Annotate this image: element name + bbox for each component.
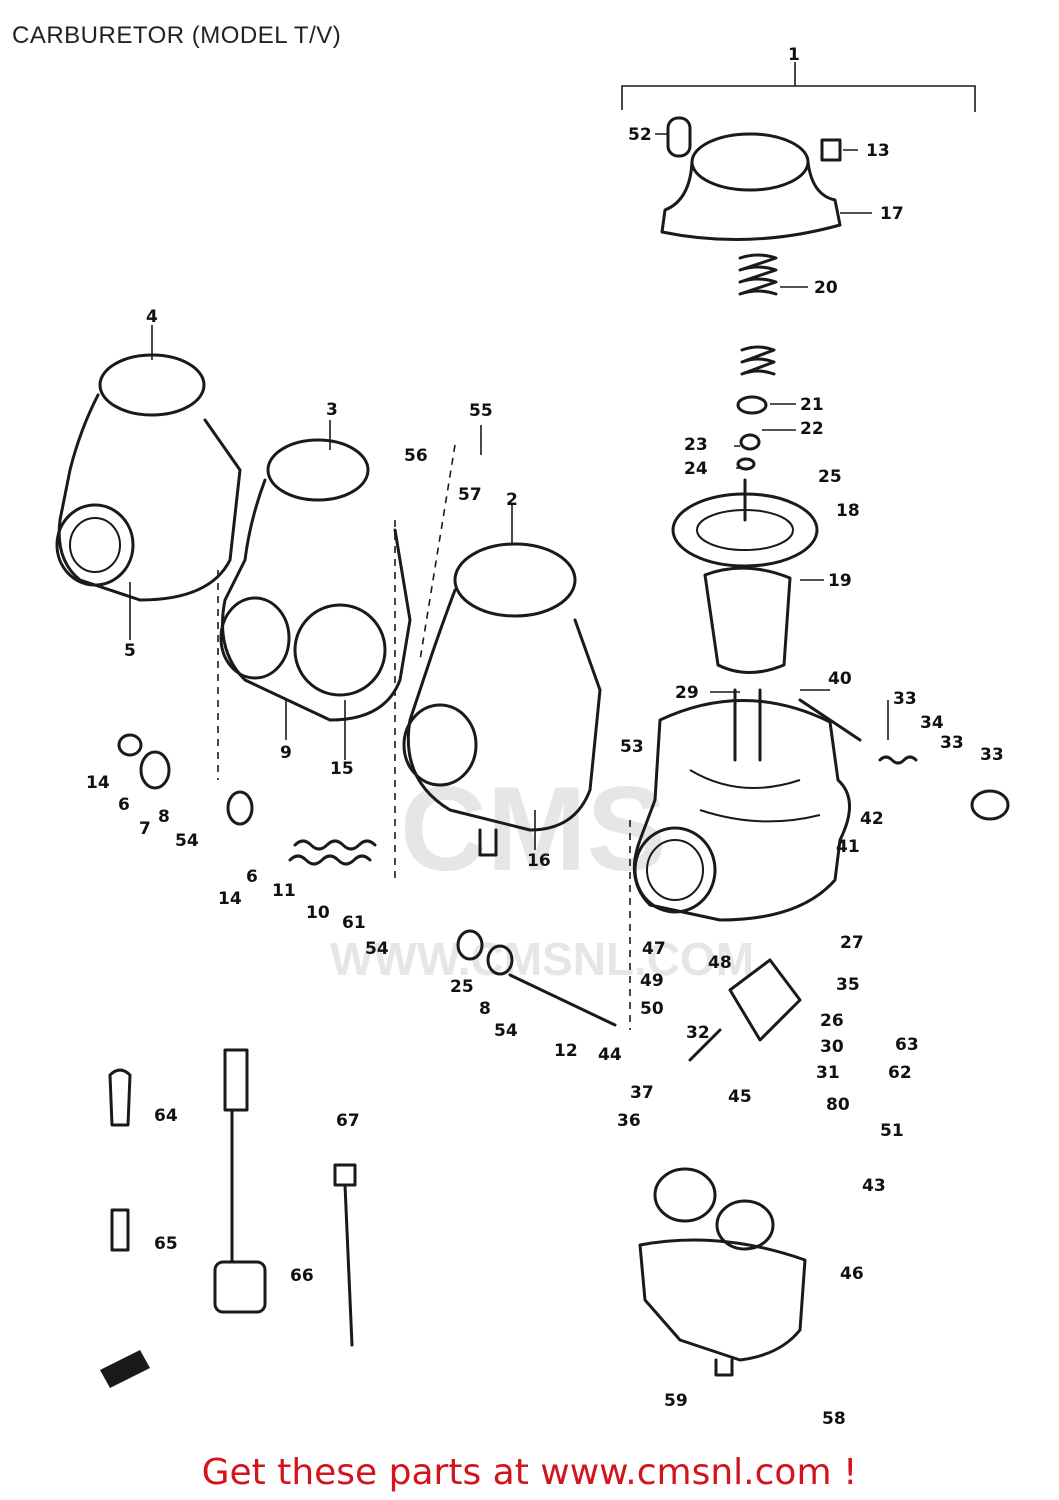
callout-63: 63 — [895, 1035, 919, 1055]
callout-55: 55 — [469, 401, 493, 421]
callout-61: 61 — [342, 913, 366, 933]
piston-spring — [736, 253, 778, 471]
callout-20: 20 — [814, 278, 838, 298]
callout-31: 31 — [816, 1063, 840, 1083]
callout-66: 66 — [290, 1266, 314, 1286]
callout-40: 40 — [828, 669, 852, 689]
callout-54a: 54 — [175, 831, 199, 851]
callout-23: 23 — [684, 435, 708, 455]
callout-18: 18 — [836, 501, 860, 521]
callout-53: 53 — [620, 737, 644, 757]
callout-11: 11 — [272, 881, 296, 901]
callout-16: 16 — [527, 851, 551, 871]
callout-10: 10 — [306, 903, 330, 923]
callout-45: 45 — [728, 1087, 752, 1107]
callout-64: 64 — [154, 1106, 178, 1126]
callout-5: 5 — [124, 641, 136, 661]
callout-25: 25 — [818, 467, 842, 487]
callout-65: 65 — [154, 1234, 178, 1254]
callout-3: 3 — [326, 400, 338, 420]
callout-6b: 6 — [246, 867, 258, 887]
callout-30: 30 — [820, 1037, 844, 1057]
callout-62: 62 — [888, 1063, 912, 1083]
callout-13: 13 — [866, 141, 890, 161]
callout-50: 50 — [640, 999, 664, 1019]
accessory-parts — [100, 1048, 357, 1388]
callout-8a: 8 — [158, 807, 170, 827]
callout-1: 1 — [788, 45, 800, 65]
callout-67: 67 — [336, 1111, 360, 1131]
callout-37: 37 — [630, 1083, 654, 1103]
callout-leaders — [129, 133, 889, 850]
callout-46: 46 — [840, 1264, 864, 1284]
callout-33c: 33 — [980, 745, 1004, 765]
callout-26: 26 — [820, 1011, 844, 1031]
callout-34: 34 — [920, 713, 944, 733]
callout-6a: 6 — [118, 795, 130, 815]
main-carburetor-body — [632, 699, 851, 922]
callout-56: 56 — [404, 446, 428, 466]
callout-15: 15 — [330, 759, 354, 779]
callout-19: 19 — [828, 571, 852, 591]
callout-54c: 54 — [494, 1021, 518, 1041]
callout-8b: 8 — [479, 999, 491, 1019]
callout-49: 49 — [640, 971, 664, 991]
callout-32: 32 — [686, 1023, 710, 1043]
callout-44: 44 — [598, 1045, 622, 1065]
callout-9: 9 — [280, 743, 292, 763]
callout-36: 36 — [617, 1111, 641, 1131]
page-title: CARBURETOR (MODEL T/V) — [12, 22, 342, 49]
float-bowl — [638, 1167, 807, 1377]
callout-25b: 25 — [450, 977, 474, 997]
callout-48: 48 — [708, 953, 732, 973]
callout-14a: 14 — [86, 773, 110, 793]
callout-52: 52 — [628, 125, 652, 145]
callout-59: 59 — [664, 1391, 688, 1411]
carburetor-top-cap — [660, 116, 842, 242]
callout-33a: 33 — [893, 689, 917, 709]
carburetor-unit-3 — [219, 438, 412, 722]
callout-33b: 33 — [940, 733, 964, 753]
callout-51: 51 — [880, 1121, 904, 1141]
callout-80: 80 — [826, 1095, 850, 1115]
callout-27: 27 — [840, 933, 864, 953]
exploded-view-guide-lines — [217, 444, 631, 1030]
callout-35: 35 — [836, 975, 860, 995]
callout-4: 4 — [146, 307, 158, 327]
carburetor-unit-2 — [402, 542, 602, 857]
callout-2: 2 — [506, 490, 518, 510]
callout-42: 42 — [860, 809, 884, 829]
callout-41: 41 — [836, 837, 860, 857]
callout-12: 12 — [554, 1041, 578, 1061]
callout-57: 57 — [458, 485, 482, 505]
pilot-screw-and-jets — [688, 698, 1010, 1062]
watermark-text: WWW.CMSNL.COM — [330, 933, 754, 985]
callout-21: 21 — [800, 395, 824, 415]
diaphragm-and-piston — [671, 478, 819, 762]
callout-43: 43 — [862, 1176, 886, 1196]
callout-7: 7 — [139, 819, 151, 839]
get-parts-link[interactable]: Get these parts at www.cmsnl.com ! — [201, 1452, 858, 1493]
callout-54b: 54 — [365, 939, 389, 959]
callout-47: 47 — [642, 939, 666, 959]
callout-14b: 14 — [218, 889, 242, 909]
callout-58: 58 — [822, 1409, 846, 1429]
throttle-shaft-and-springs — [117, 733, 617, 1027]
callout-29: 29 — [675, 683, 699, 703]
callout-17: 17 — [880, 204, 904, 224]
callout-24: 24 — [684, 459, 708, 479]
carburetor-unit-4 — [55, 353, 242, 602]
callout-22: 22 — [800, 419, 824, 439]
